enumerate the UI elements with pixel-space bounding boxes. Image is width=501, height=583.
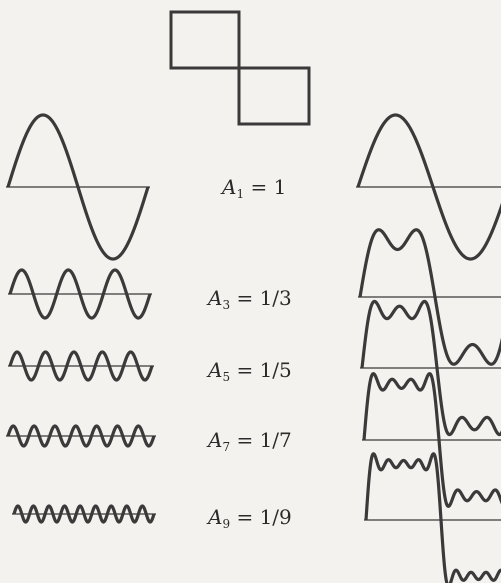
partial-sum-wave-7 <box>362 372 501 508</box>
label-a3: A3 = 1/3 <box>208 286 292 312</box>
harmonic-components <box>6 113 156 524</box>
partial-sum-wave-9 <box>364 452 501 583</box>
partial-sums <box>356 113 501 583</box>
partial-sum-wave-1 <box>356 113 501 261</box>
label-a7: A7 = 1/7 <box>208 428 292 454</box>
harmonic-wave-7 <box>6 424 156 448</box>
harmonic-wave-1 <box>6 113 150 261</box>
harmonic-wave-9 <box>12 504 156 524</box>
label-a1: A1 = 1 <box>222 175 287 201</box>
harmonic-wave-3 <box>8 268 152 320</box>
partial-sum-wave-5 <box>360 299 501 437</box>
partial-sum-wave-3 <box>358 228 501 366</box>
label-a5: A5 = 1/5 <box>208 358 292 384</box>
harmonic-wave-5 <box>8 350 154 382</box>
label-a9: A9 = 1/9 <box>208 505 292 531</box>
